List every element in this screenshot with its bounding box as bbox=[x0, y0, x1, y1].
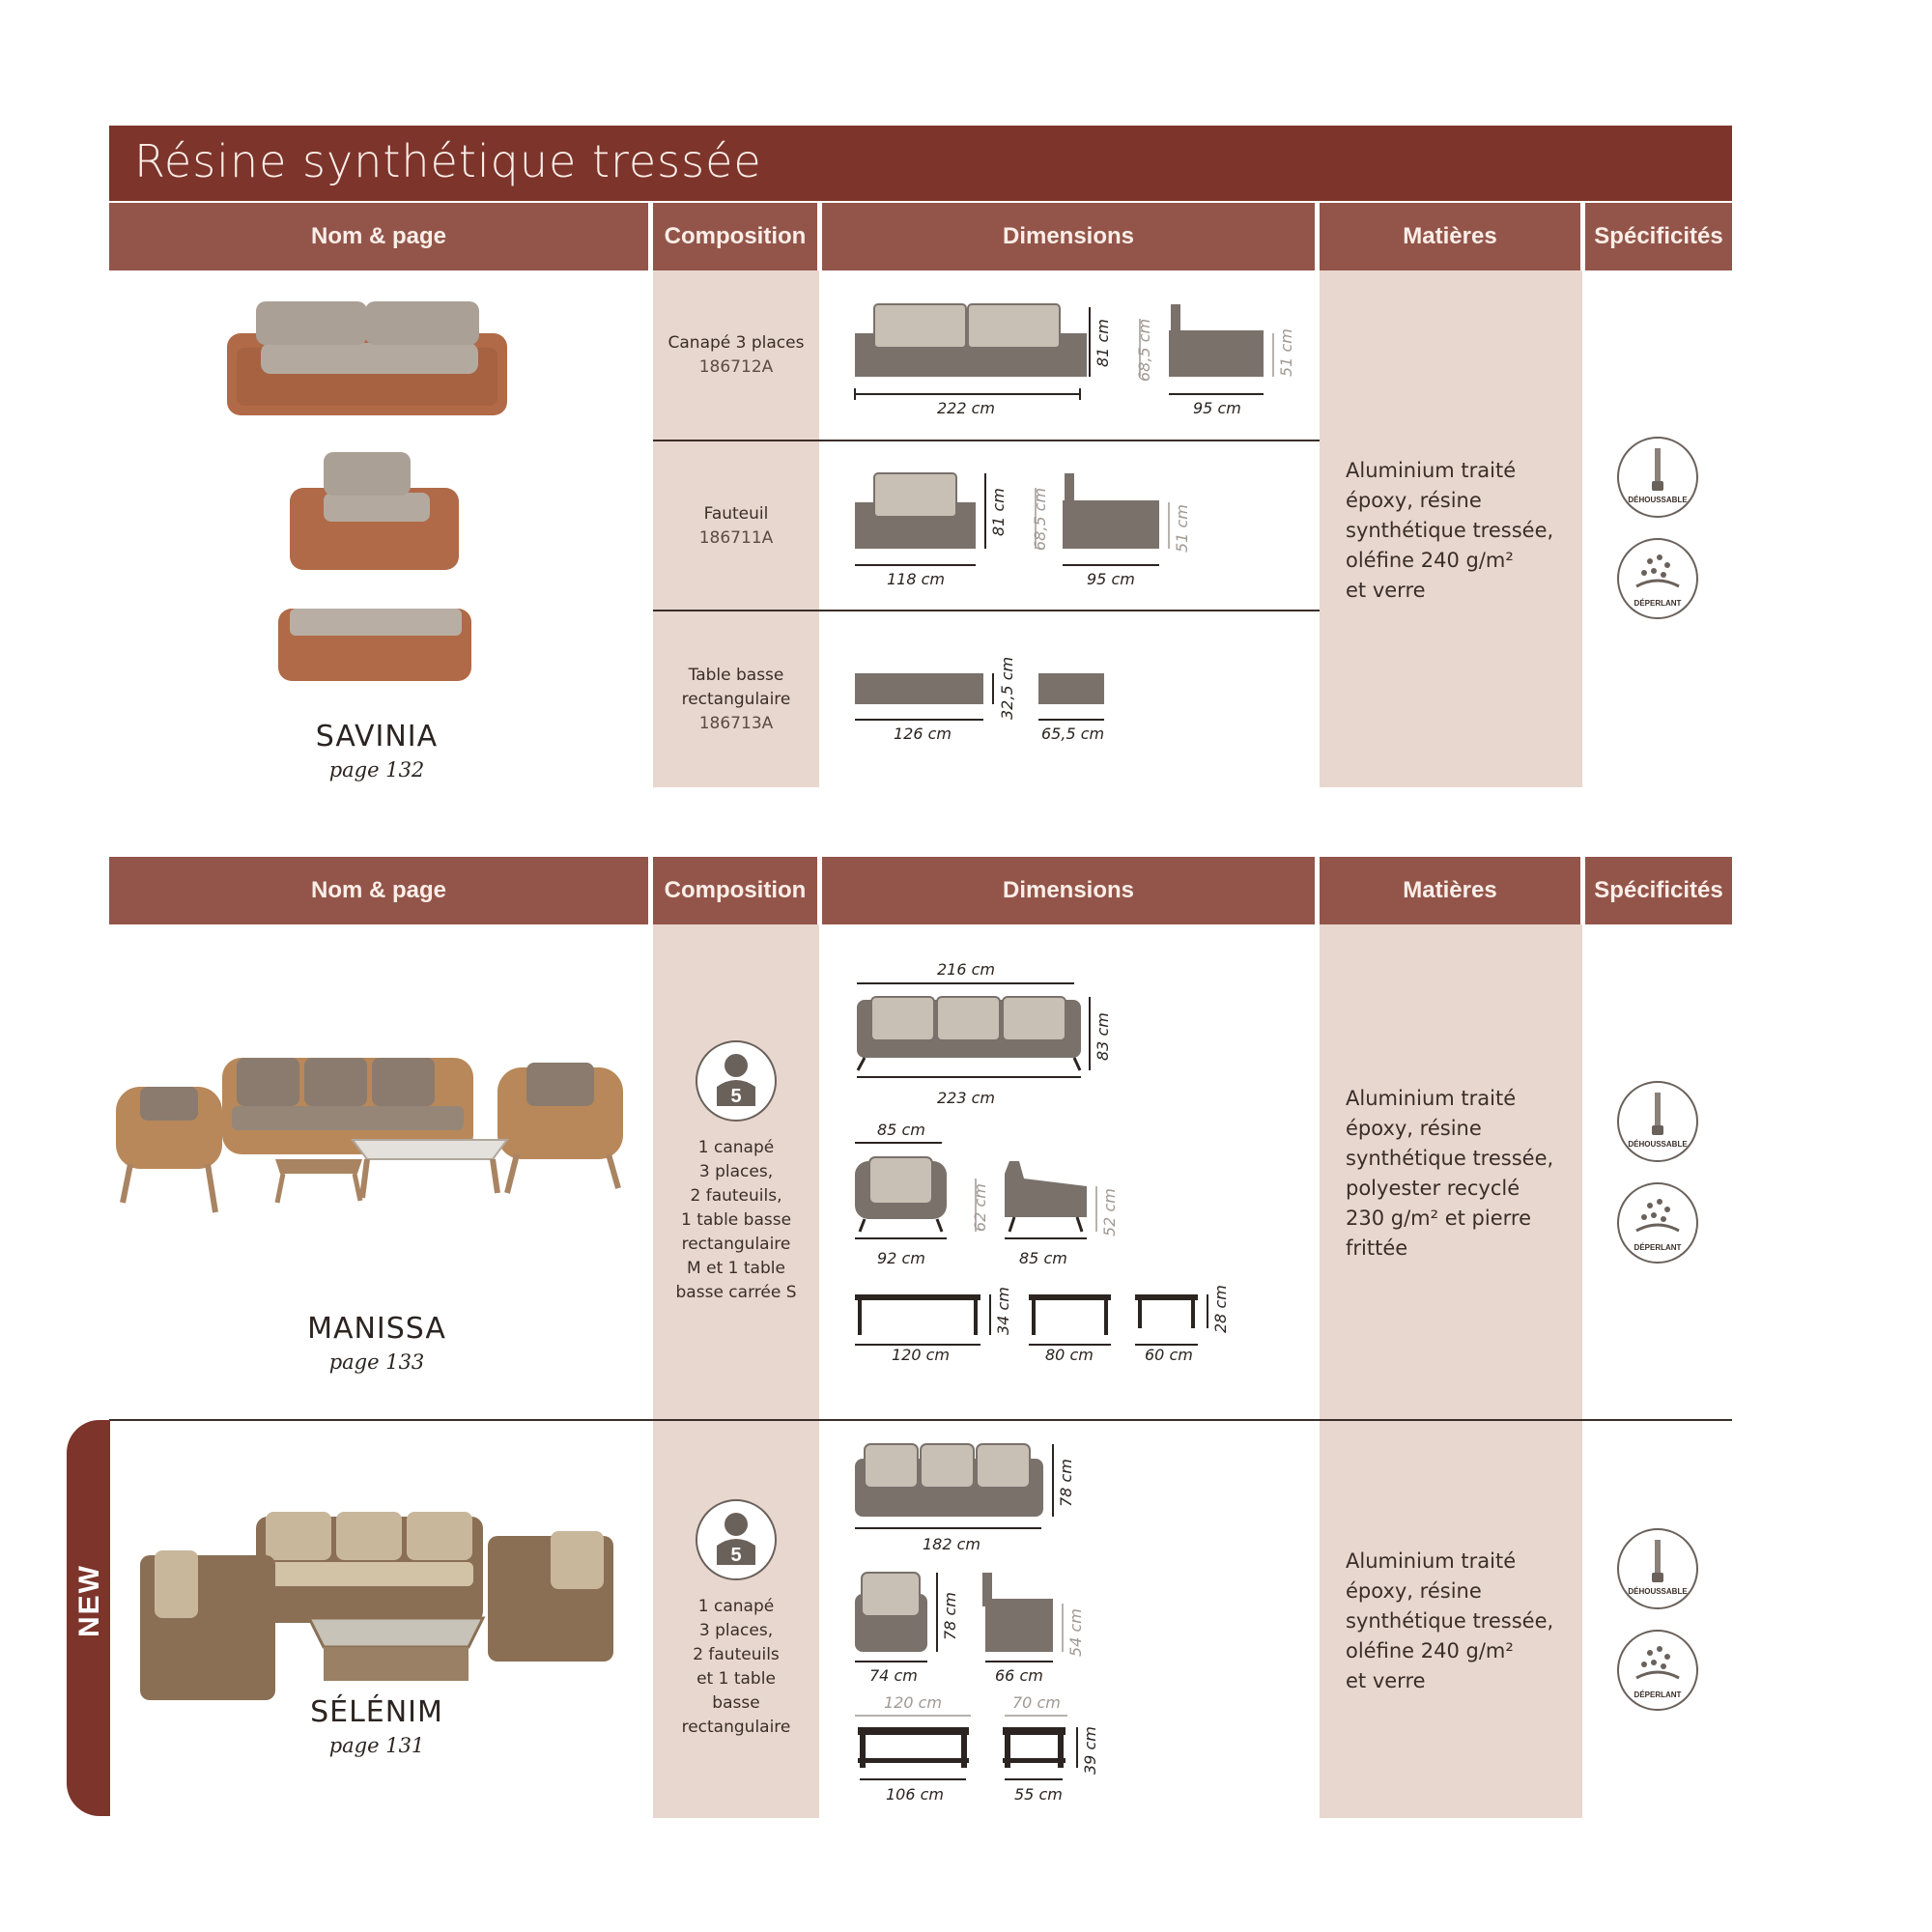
dim-label: 68,5 cm bbox=[1031, 488, 1049, 551]
pieces-count-badge: 5 bbox=[696, 1499, 777, 1580]
dim-label: 126 cm bbox=[894, 724, 952, 743]
savinia-dimension-drawings: 222 cm 81 cm 68,5 cm 95 cm 51 cm 118 cm … bbox=[854, 303, 1295, 743]
selenim-dimension-drawings: 182 cm 78 cm 74 cm 78 cm 66 cm 54 cm 120… bbox=[855, 1443, 1099, 1804]
dim-label: 92 cm bbox=[877, 1249, 925, 1267]
row-divider bbox=[109, 1419, 1732, 1421]
dim-label: 66 cm bbox=[995, 1666, 1043, 1685]
product-name-savinia: SAVINIA bbox=[315, 720, 439, 753]
svg-text:DÉHOUSSABLE: DÉHOUSSABLE bbox=[1628, 496, 1688, 504]
dehoussable-zipper-icon: DÉHOUSSABLE bbox=[1617, 1081, 1698, 1162]
materials-selenim: Aluminium traité époxy, résine synthétiq… bbox=[1346, 1549, 1554, 1692]
materials-column-bg bbox=[1320, 270, 1582, 787]
deperlant-water-drops-icon: DÉPERLANT bbox=[1617, 1182, 1698, 1264]
composition-item-coffee-table: Table basse rectangulaire 186713A bbox=[681, 666, 791, 733]
savinia-sofa-image bbox=[227, 301, 507, 415]
dim-label: 118 cm bbox=[887, 570, 945, 588]
dim-label: 55 cm bbox=[1014, 1785, 1063, 1804]
dim-label: 216 cm bbox=[937, 960, 995, 979]
composition-item-sofa: Canapé 3 places 186712A bbox=[668, 333, 805, 377]
pieces-count-badge: 5 bbox=[696, 1040, 777, 1122]
dim-label: 85 cm bbox=[877, 1121, 925, 1139]
composition-item-armchair: Fauteuil 186711A bbox=[698, 504, 774, 548]
dehoussable-zipper-icon: DÉHOUSSABLE bbox=[1617, 437, 1698, 518]
dim-label: 81 cm bbox=[1094, 319, 1112, 367]
dim-label: 83 cm bbox=[1094, 1012, 1112, 1061]
header-specs: Spécificités bbox=[1585, 857, 1732, 924]
savinia-armchair-image bbox=[290, 452, 459, 570]
row-divider bbox=[653, 610, 1320, 611]
composition-column-bg bbox=[653, 270, 819, 787]
header-materials: Matières bbox=[1320, 857, 1580, 924]
header-composition: Composition bbox=[653, 857, 817, 924]
svg-text:DÉPERLANT: DÉPERLANT bbox=[1634, 599, 1682, 608]
dim-label: 52 cm bbox=[1100, 1188, 1119, 1236]
product-page-manissa: page 133 bbox=[328, 1350, 425, 1374]
dim-label: 182 cm bbox=[923, 1535, 980, 1553]
selenim-set-image bbox=[140, 1512, 613, 1700]
savinia-coffee-table-image bbox=[278, 609, 471, 681]
dim-label: 62 cm bbox=[971, 1183, 989, 1232]
dim-label: 120 cm bbox=[892, 1346, 950, 1364]
deperlant-water-drops-icon: DÉPERLANT bbox=[1617, 1630, 1698, 1711]
dim-label: 223 cm bbox=[937, 1089, 995, 1107]
dim-label: 95 cm bbox=[1193, 399, 1241, 417]
dim-label: 95 cm bbox=[1087, 570, 1135, 588]
new-badge-tab: NEW bbox=[67, 1420, 110, 1816]
svg-text:DÉPERLANT: DÉPERLANT bbox=[1634, 1243, 1682, 1252]
svg-text:DÉHOUSSABLE: DÉHOUSSABLE bbox=[1628, 1140, 1688, 1149]
manissa-set-image bbox=[116, 1058, 623, 1213]
header-composition: Composition bbox=[653, 203, 817, 270]
header-dimensions: Dimensions bbox=[822, 857, 1315, 924]
dim-label: 34 cm bbox=[994, 1287, 1012, 1335]
dim-label: 54 cm bbox=[1066, 1608, 1085, 1657]
section-title-bar: Résine synthétique tressée bbox=[109, 126, 1732, 201]
dim-label: 74 cm bbox=[869, 1666, 918, 1685]
dim-label: 80 cm bbox=[1045, 1346, 1094, 1364]
header-name: Nom & page bbox=[109, 857, 648, 924]
new-label: NEW bbox=[73, 1564, 105, 1637]
dim-label: 39 cm bbox=[1081, 1726, 1099, 1775]
dim-label: 65,5 cm bbox=[1041, 724, 1104, 743]
product-page-savinia: page 132 bbox=[328, 758, 425, 781]
section-title: Résine synthétique tressée bbox=[134, 135, 762, 187]
svg-text:DÉHOUSSABLE: DÉHOUSSABLE bbox=[1628, 1587, 1688, 1596]
dim-label: 78 cm bbox=[941, 1592, 959, 1640]
row-divider bbox=[653, 440, 1320, 441]
header-materials: Matières bbox=[1320, 203, 1580, 270]
dim-label: 68,5 cm bbox=[1135, 319, 1153, 382]
dim-label: 28 cm bbox=[1211, 1285, 1230, 1333]
header-name: Nom & page bbox=[109, 203, 648, 270]
svg-text:5: 5 bbox=[730, 1086, 741, 1107]
dim-label: 222 cm bbox=[937, 399, 995, 417]
composition-manissa: 1 canapé 3 places, 2 fauteuils, 1 table … bbox=[675, 1138, 797, 1302]
dim-label: 106 cm bbox=[886, 1785, 944, 1804]
product-name-manissa: MANISSA bbox=[307, 1312, 446, 1346]
svg-text:DÉPERLANT: DÉPERLANT bbox=[1634, 1690, 1682, 1699]
composition-selenim: 1 canapé 3 places, 2 fauteuils et 1 tabl… bbox=[681, 1597, 791, 1737]
svg-text:5: 5 bbox=[730, 1545, 741, 1566]
manissa-dimension-drawings: 216 cm 223 cm 83 cm 85 cm 92 cm 62 cm 85… bbox=[855, 960, 1230, 1364]
dim-label: 32,5 cm bbox=[998, 657, 1016, 720]
dim-label: 51 cm bbox=[1277, 328, 1295, 377]
dim-label: 81 cm bbox=[989, 488, 1008, 536]
materials-savinia: Aluminium traité époxy, résine synthétiq… bbox=[1346, 459, 1554, 602]
product-page-selenim: page 131 bbox=[328, 1734, 425, 1757]
dim-label: 70 cm bbox=[1012, 1693, 1061, 1712]
dim-label: 78 cm bbox=[1057, 1459, 1075, 1507]
materials-manissa: Aluminium traité époxy, résine synthétiq… bbox=[1346, 1087, 1554, 1260]
dehoussable-zipper-icon: DÉHOUSSABLE bbox=[1617, 1528, 1698, 1609]
product-name-selenim: SÉLÉNIM bbox=[310, 1695, 443, 1729]
dim-label: 60 cm bbox=[1145, 1346, 1193, 1364]
dim-label: 85 cm bbox=[1019, 1249, 1067, 1267]
header-specs: Spécificités bbox=[1585, 203, 1732, 270]
materials-column-bg bbox=[1320, 924, 1582, 1818]
dim-label: 120 cm bbox=[884, 1693, 942, 1712]
dim-label: 51 cm bbox=[1173, 504, 1191, 553]
header-dimensions: Dimensions bbox=[822, 203, 1315, 270]
deperlant-water-drops-icon: DÉPERLANT bbox=[1617, 538, 1698, 619]
